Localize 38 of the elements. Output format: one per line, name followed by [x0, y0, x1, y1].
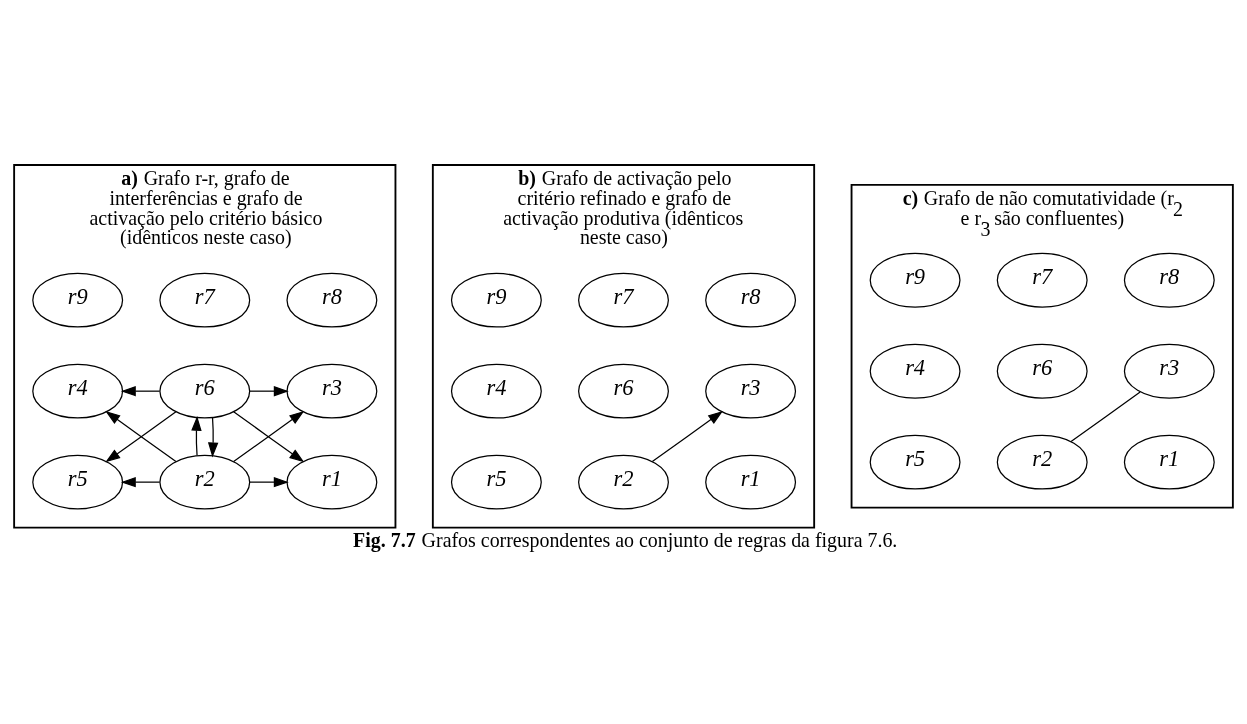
node-ellipse: r1 — [286, 454, 378, 510]
node-ellipse: r3 — [286, 363, 378, 419]
node-ellipse: r6 — [578, 363, 669, 419]
node-ellipse: r2 — [996, 434, 1088, 490]
node-ellipse: r7 — [159, 272, 251, 328]
node-ellipse: r5 — [32, 454, 124, 510]
node-ellipse: r4 — [450, 363, 542, 419]
arrow — [105, 410, 177, 462]
arrow — [233, 410, 305, 462]
node-ellipse: r6 — [996, 343, 1088, 399]
arrow — [120, 385, 161, 396]
node-ellipse: r8 — [1123, 252, 1215, 308]
node-ellipse: r8 — [705, 272, 797, 328]
node-ellipse: r7 — [578, 272, 669, 328]
node-ellipse: r2 — [578, 454, 669, 510]
node-ellipse: r4 — [32, 363, 124, 419]
node-ellipse: r7 — [996, 252, 1088, 308]
node-ellipse: r1 — [705, 454, 797, 510]
node-ellipse: r5 — [450, 454, 542, 510]
node-ellipse: r5 — [869, 434, 961, 490]
node-ellipse: r9 — [869, 252, 961, 308]
arrow — [249, 385, 289, 396]
node-ellipse: r4 — [869, 343, 961, 399]
node-ellipse: r9 — [450, 272, 542, 328]
node-ellipse: r3 — [1123, 343, 1215, 399]
arrow — [651, 410, 723, 462]
node-ellipse: r9 — [32, 272, 124, 328]
node-ellipse: r3 — [705, 363, 797, 419]
connector — [1070, 390, 1141, 442]
arrow — [191, 415, 202, 456]
node-ellipse: r2 — [159, 454, 251, 510]
arrow — [120, 476, 161, 487]
arrow — [249, 476, 289, 487]
node-ellipse: r6 — [159, 363, 251, 419]
node-ellipse: r1 — [1123, 434, 1215, 490]
node-ellipse: r8 — [286, 272, 378, 328]
caption: Fig. 7.7 Grafos correspondentes ao conjunto de regras da figura 7.6. — [353, 528, 898, 551]
arrow — [207, 416, 219, 457]
